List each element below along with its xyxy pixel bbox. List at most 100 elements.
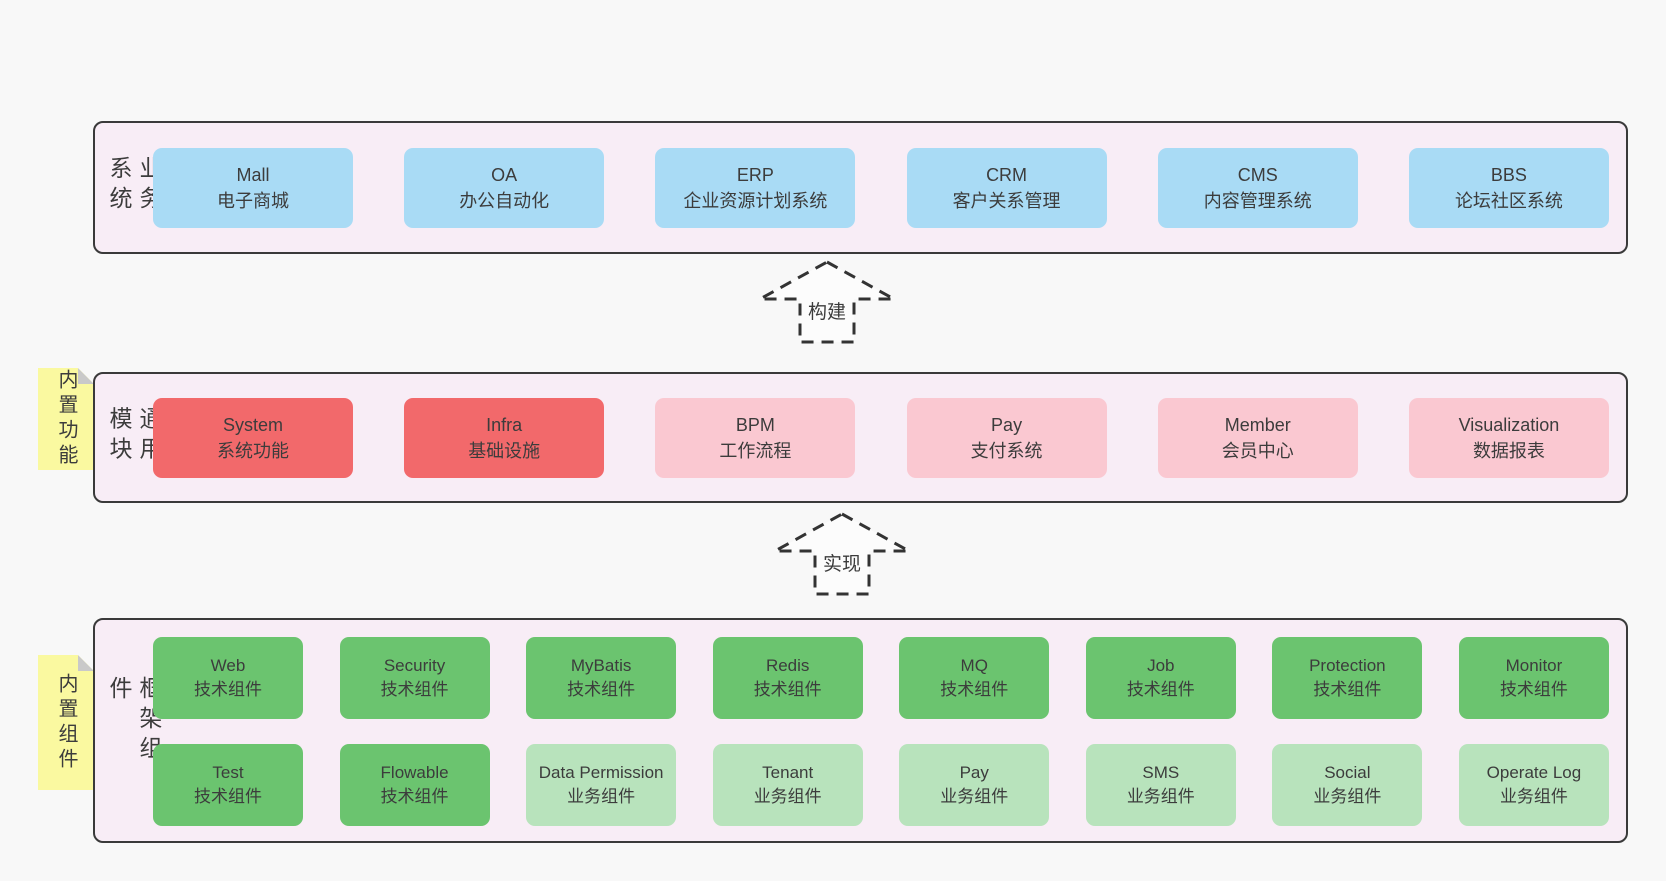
box-tenant: Tenant 业务组件 xyxy=(712,744,863,826)
block-arrow-up-icon xyxy=(774,512,910,596)
box-subtitle: 技术组件 xyxy=(194,787,262,806)
box-title: Job xyxy=(1147,656,1175,675)
box-title: Operate Log xyxy=(1486,763,1582,782)
box-subtitle: 技术组件 xyxy=(753,680,822,699)
arrow-build: 构建 xyxy=(757,259,897,345)
box-subtitle: 技术组件 xyxy=(567,680,636,699)
box-security: Security 技术组件 xyxy=(339,637,490,719)
box-mq: MQ 技术组件 xyxy=(899,637,1050,719)
sticky-note-built-in-components: 内置组件 xyxy=(38,655,94,790)
box-web: Web 技术组件 xyxy=(153,637,303,719)
sticky-note-built-in-features: 内置功能 xyxy=(38,368,94,470)
arrow-label: 构建 xyxy=(807,302,846,323)
box-pay-biz: Pay 业务组件 xyxy=(899,744,1050,826)
box-subtitle: 业务组件 xyxy=(1313,787,1382,806)
box-subtitle: 系统功能 xyxy=(217,440,289,461)
box-subtitle: 技术组件 xyxy=(940,680,1009,699)
box-subtitle: 基础设施 xyxy=(468,440,541,461)
layer-framework-components: 框架组件 Web 技术组件 Security 技术组件 MyBatis 技术组件… xyxy=(93,618,1628,843)
box-title: Web xyxy=(210,656,246,675)
box-subtitle: 业务组件 xyxy=(1499,787,1568,806)
box-subtitle: 电子商城 xyxy=(217,190,289,211)
box-subtitle: 业务组件 xyxy=(1126,787,1195,806)
box-system: System 系统功能 xyxy=(153,397,353,478)
box-title: System xyxy=(222,414,283,435)
box-title: Security xyxy=(383,656,446,675)
box-protection: Protection 技术组件 xyxy=(1272,637,1423,719)
note-text: 内置组件 xyxy=(55,672,77,773)
box-title: Tenant xyxy=(762,763,814,782)
box-crm: CRM 客户关系管理 xyxy=(906,147,1107,228)
box-social: Social 业务组件 xyxy=(1272,744,1423,826)
box-title: Monitor xyxy=(1505,656,1563,675)
box-infra: Infra 基础设施 xyxy=(404,397,605,478)
business-boxes-row: Mall 电子商城 OA 办公自动化 ERP 企业资源计划系统 CRM 客户关系… xyxy=(153,147,1609,228)
box-title: Social xyxy=(1324,763,1371,782)
box-subtitle: 业务组件 xyxy=(940,787,1009,806)
box-mall: Mall 电子商城 xyxy=(153,147,353,228)
box-title: Pay xyxy=(959,763,989,782)
box-subtitle: 技术组件 xyxy=(1313,680,1382,699)
folded-corner-icon xyxy=(78,368,94,384)
box-title: Flowable xyxy=(380,763,449,782)
box-test: Test 技术组件 xyxy=(153,744,303,826)
box-subtitle: 企业资源计划系统 xyxy=(683,190,828,211)
box-subtitle: 业务组件 xyxy=(753,787,822,806)
box-sms: SMS 业务组件 xyxy=(1085,744,1236,826)
block-arrow-up-icon xyxy=(759,260,895,344)
box-subtitle: 论坛社区系统 xyxy=(1454,190,1563,211)
box-visualization: Visualization 数据报表 xyxy=(1408,397,1609,478)
box-cms: CMS 内容管理系统 xyxy=(1157,147,1358,228)
box-title: Member xyxy=(1224,414,1291,435)
box-job: Job 技术组件 xyxy=(1085,637,1236,719)
box-subtitle: 技术组件 xyxy=(1126,680,1195,699)
box-subtitle: 技术组件 xyxy=(380,787,449,806)
box-title: Data Permission xyxy=(538,763,664,782)
box-subtitle: 会员中心 xyxy=(1221,440,1294,461)
box-title: BBS xyxy=(1490,164,1527,185)
box-title: BPM xyxy=(735,414,775,435)
box-title: Pay xyxy=(991,414,1023,435)
box-title: OA xyxy=(491,164,518,185)
box-title: Mall xyxy=(236,164,270,185)
folded-corner-icon xyxy=(78,655,94,671)
box-subtitle: 工作流程 xyxy=(719,440,792,461)
box-title: Redis xyxy=(765,656,810,675)
box-title: CMS xyxy=(1237,164,1278,185)
box-title: MQ xyxy=(960,656,988,675)
box-subtitle: 内容管理系统 xyxy=(1203,190,1312,211)
layer-business-systems: 业务系统 Mall 电子商城 OA 办公自动化 ERP 企业资源计划系统 CRM… xyxy=(93,121,1628,254)
layer-common-modules: 通用模块 System 系统功能 Infra 基础设施 BPM 工作流程 Pay… xyxy=(93,372,1628,503)
box-title: Visualization xyxy=(1458,414,1560,435)
box-erp: ERP 企业资源计划系统 xyxy=(655,147,856,228)
box-subtitle: 技术组件 xyxy=(194,680,262,699)
box-data-permission: Data Permission 业务组件 xyxy=(526,744,677,826)
box-subtitle: 数据报表 xyxy=(1472,440,1545,461)
box-mybatis: MyBatis 技术组件 xyxy=(526,637,677,719)
modules-boxes-row: System 系统功能 Infra 基础设施 BPM 工作流程 Pay 支付系统… xyxy=(153,397,1609,478)
box-pay: Pay 支付系统 xyxy=(906,397,1107,478)
box-operate-log: Operate Log 业务组件 xyxy=(1458,744,1609,826)
box-title: MyBatis xyxy=(570,656,632,675)
box-title: Protection xyxy=(1309,656,1386,675)
box-title: Test xyxy=(212,763,244,782)
framework-row-1: Web 技术组件 Security 技术组件 MyBatis 技术组件 Redi… xyxy=(153,637,1609,719)
box-subtitle: 客户关系管理 xyxy=(952,190,1061,211)
note-text: 内置功能 xyxy=(55,369,77,469)
box-oa: OA 办公自动化 xyxy=(404,147,605,228)
framework-row-2: Test 技术组件 Flowable 技术组件 Data Permission … xyxy=(153,744,1609,826)
box-subtitle: 技术组件 xyxy=(380,680,449,699)
box-subtitle: 支付系统 xyxy=(970,440,1043,461)
box-title: Infra xyxy=(486,414,523,435)
box-subtitle: 技术组件 xyxy=(1499,680,1568,699)
box-title: ERP xyxy=(736,164,774,185)
box-title: CRM xyxy=(986,164,1028,185)
box-subtitle: 办公自动化 xyxy=(459,190,550,211)
box-bpm: BPM 工作流程 xyxy=(655,397,856,478)
arrow-implement: 实现 xyxy=(772,511,912,597)
box-title: SMS xyxy=(1142,763,1180,782)
box-bbs: BBS 论坛社区系统 xyxy=(1408,147,1609,228)
box-monitor: Monitor 技术组件 xyxy=(1458,637,1609,719)
box-subtitle: 业务组件 xyxy=(567,787,636,806)
